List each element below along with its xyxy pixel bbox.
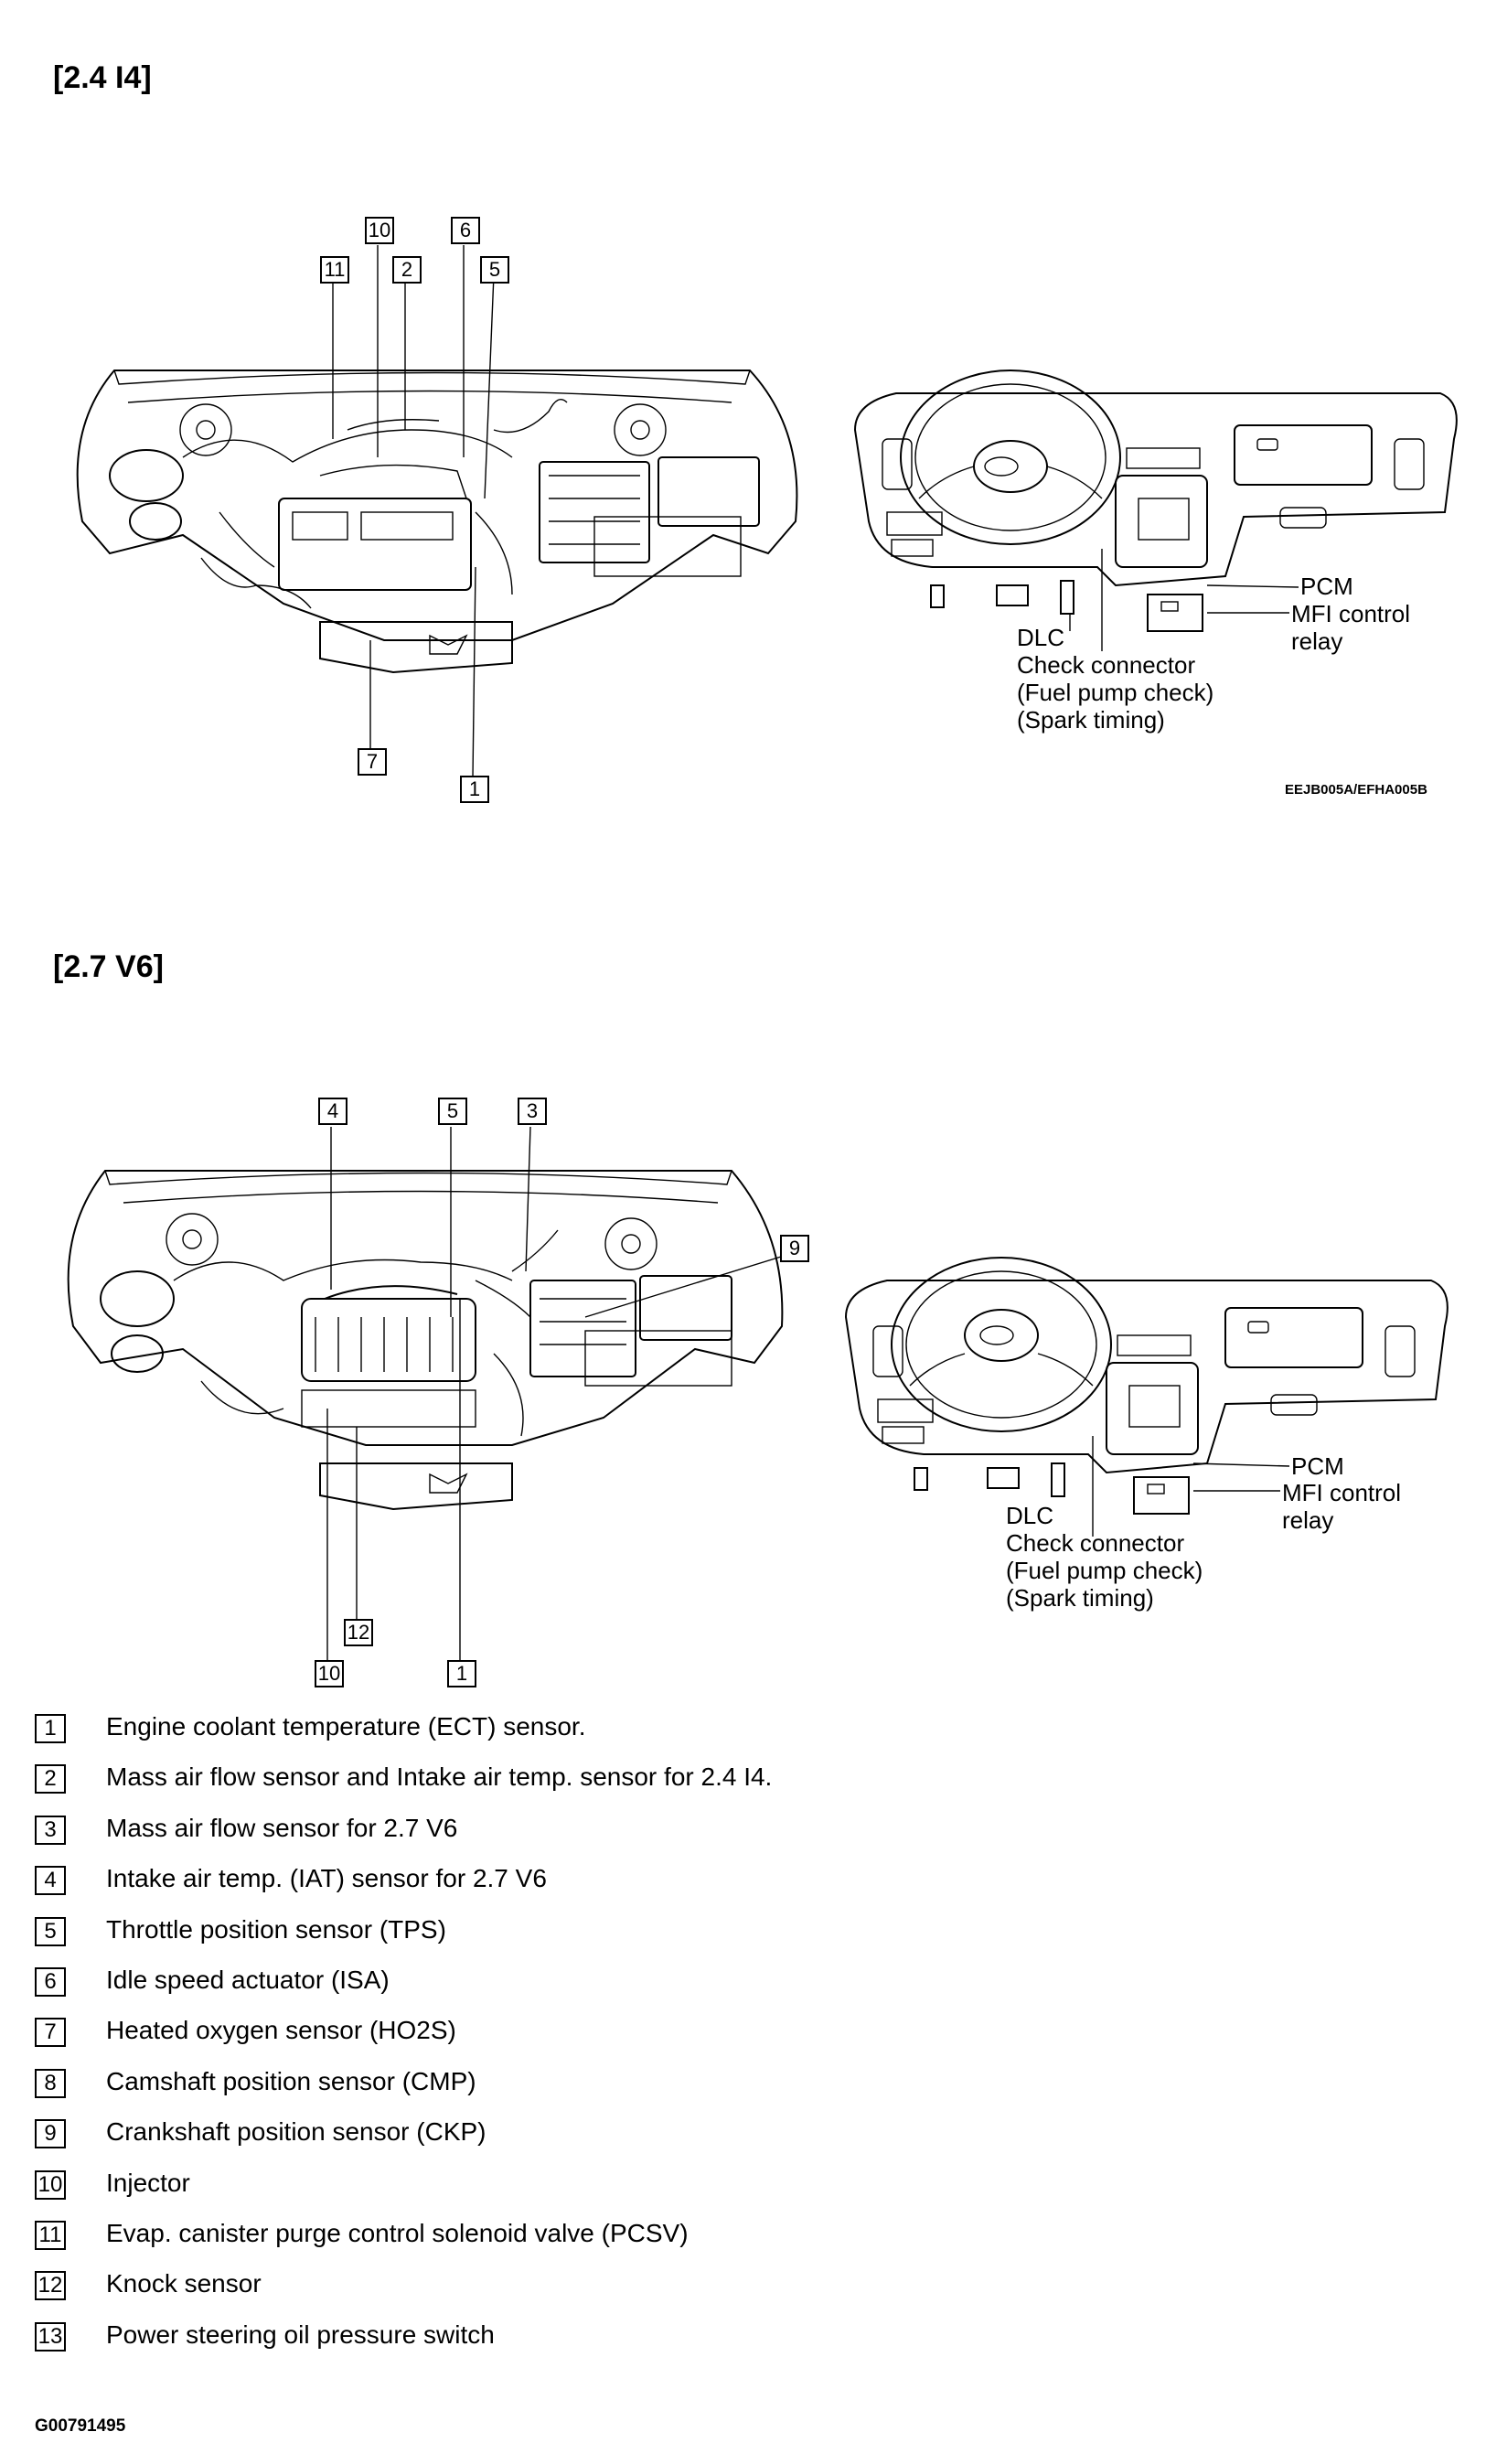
figure-code: EEJB005A/EFHA005B [1285,782,1427,798]
legend-number: 1 [35,1714,66,1743]
legend-text: Crankshaft position sensor (CKP) [106,2117,486,2147]
section-title-2-4-i4: [2.4 I4] [53,60,152,95]
pcm-label-2-4: PCM [1300,573,1353,600]
legend-number: 11 [35,2220,66,2250]
callout-1-2-4: 1 [460,776,489,803]
relay-label-2-4: relay [1291,627,1343,655]
legend-text: Mass air flow sensor and Intake air temp… [106,1762,773,1792]
component-legend: 1 Engine coolant temperature (ECT) sensor… [35,1709,1406,2367]
legend-item: 12 Knock sensor [35,2266,1406,2316]
legend-number: 6 [35,1966,66,1997]
document-code: G00791495 [35,2416,126,2436]
legend-item: 4 Intake air temp. (IAT) sensor for 2.7 V… [35,1860,1406,1911]
legend-number: 9 [35,2119,66,2149]
pcm-label-2-7: PCM [1291,1452,1344,1480]
legend-text: Injector [106,2168,190,2197]
callout-5-2-4: 5 [480,256,509,284]
legend-text: Intake air temp. (IAT) sensor for 2.7 V6 [106,1864,547,1893]
legend-item: 8 Camshaft position sensor (CMP) [35,2063,1406,2114]
legend-text: Engine coolant temperature (ECT) sensor. [106,1712,586,1741]
legend-item: 11 Evap. canister purge control solenoid … [35,2215,1406,2266]
legend-text: Knock sensor [106,2269,262,2298]
legend-item: 7 Heated oxygen sensor (HO2S) [35,2012,1406,2062]
legend-item: 2 Mass air flow sensor and Intake air tem… [35,1759,1406,1809]
callout-5-2-7: 5 [438,1098,467,1125]
legend-item: 5 Throttle position sensor (TPS) [35,1912,1406,1962]
legend-text: Throttle position sensor (TPS) [106,1914,446,1944]
callout-2-2-4: 2 [392,256,422,284]
legend-number: 5 [35,1916,66,1946]
dlc-label-2-7: DLC [1006,1502,1054,1529]
legend-text: Power steering oil pressure switch [106,2319,495,2349]
fuel-pump-label-2-4: (Fuel pump check) [1017,679,1214,706]
legend-text: Mass air flow sensor for 2.7 V6 [106,1813,458,1842]
legend-item: 9 Crankshaft position sensor (CKP) [35,2114,1406,2164]
callout-6-2-4: 6 [451,217,480,244]
mfi-label-2-4: MFI control [1291,600,1411,627]
mfi-label-2-7: MFI control [1282,1479,1402,1506]
section-title-2-7-v6: [2.7 V6] [53,949,164,984]
legend-number: 3 [35,1815,66,1845]
spark-timing-label-2-7: (Spark timing) [1006,1584,1154,1612]
dlc-label-2-4: DLC [1017,624,1065,651]
legend-text: Camshaft position sensor (CMP) [106,2066,476,2095]
callout-11-2-4: 11 [320,256,349,284]
legend-item: 1 Engine coolant temperature (ECT) sensor… [35,1709,1406,1759]
check-connector-label-2-4: Check connector [1017,651,1196,679]
legend-number: 2 [35,1764,66,1794]
legend-number: 7 [35,2018,66,2048]
legend-number: 4 [35,1866,66,1896]
legend-item: 13 Power steering oil pressure switch [35,2317,1406,2367]
callout-4-2-7: 4 [318,1098,347,1125]
callout-3-2-7: 3 [518,1098,547,1125]
legend-item: 10 Injector [35,2165,1406,2215]
relay-label-2-7: relay [1282,1506,1334,1534]
legend-text: Idle speed actuator (ISA) [106,1965,390,1994]
legend-number: 8 [35,2068,66,2098]
callout-7-2-4: 7 [358,748,387,776]
check-connector-label-2-7: Check connector [1006,1529,1185,1557]
legend-number: 12 [35,2271,66,2301]
callout-1-2-7: 1 [447,1660,476,1687]
legend-text: Evap. canister purge control solenoid va… [106,2218,689,2247]
callout-9-2-7: 9 [780,1235,809,1262]
legend-text: Heated oxygen sensor (HO2S) [106,2016,456,2045]
legend-number: 13 [35,2321,66,2352]
fuel-pump-label-2-7: (Fuel pump check) [1006,1557,1203,1584]
callout-10-2-4: 10 [365,217,394,244]
callout-10-2-7: 10 [315,1660,344,1687]
callout-12-2-7: 12 [344,1619,373,1646]
legend-item: 3 Mass air flow sensor for 2.7 V6 [35,1810,1406,1860]
legend-number: 10 [35,2169,66,2200]
legend-item: 6 Idle speed actuator (ISA) [35,1962,1406,2012]
spark-timing-label-2-4: (Spark timing) [1017,706,1165,734]
